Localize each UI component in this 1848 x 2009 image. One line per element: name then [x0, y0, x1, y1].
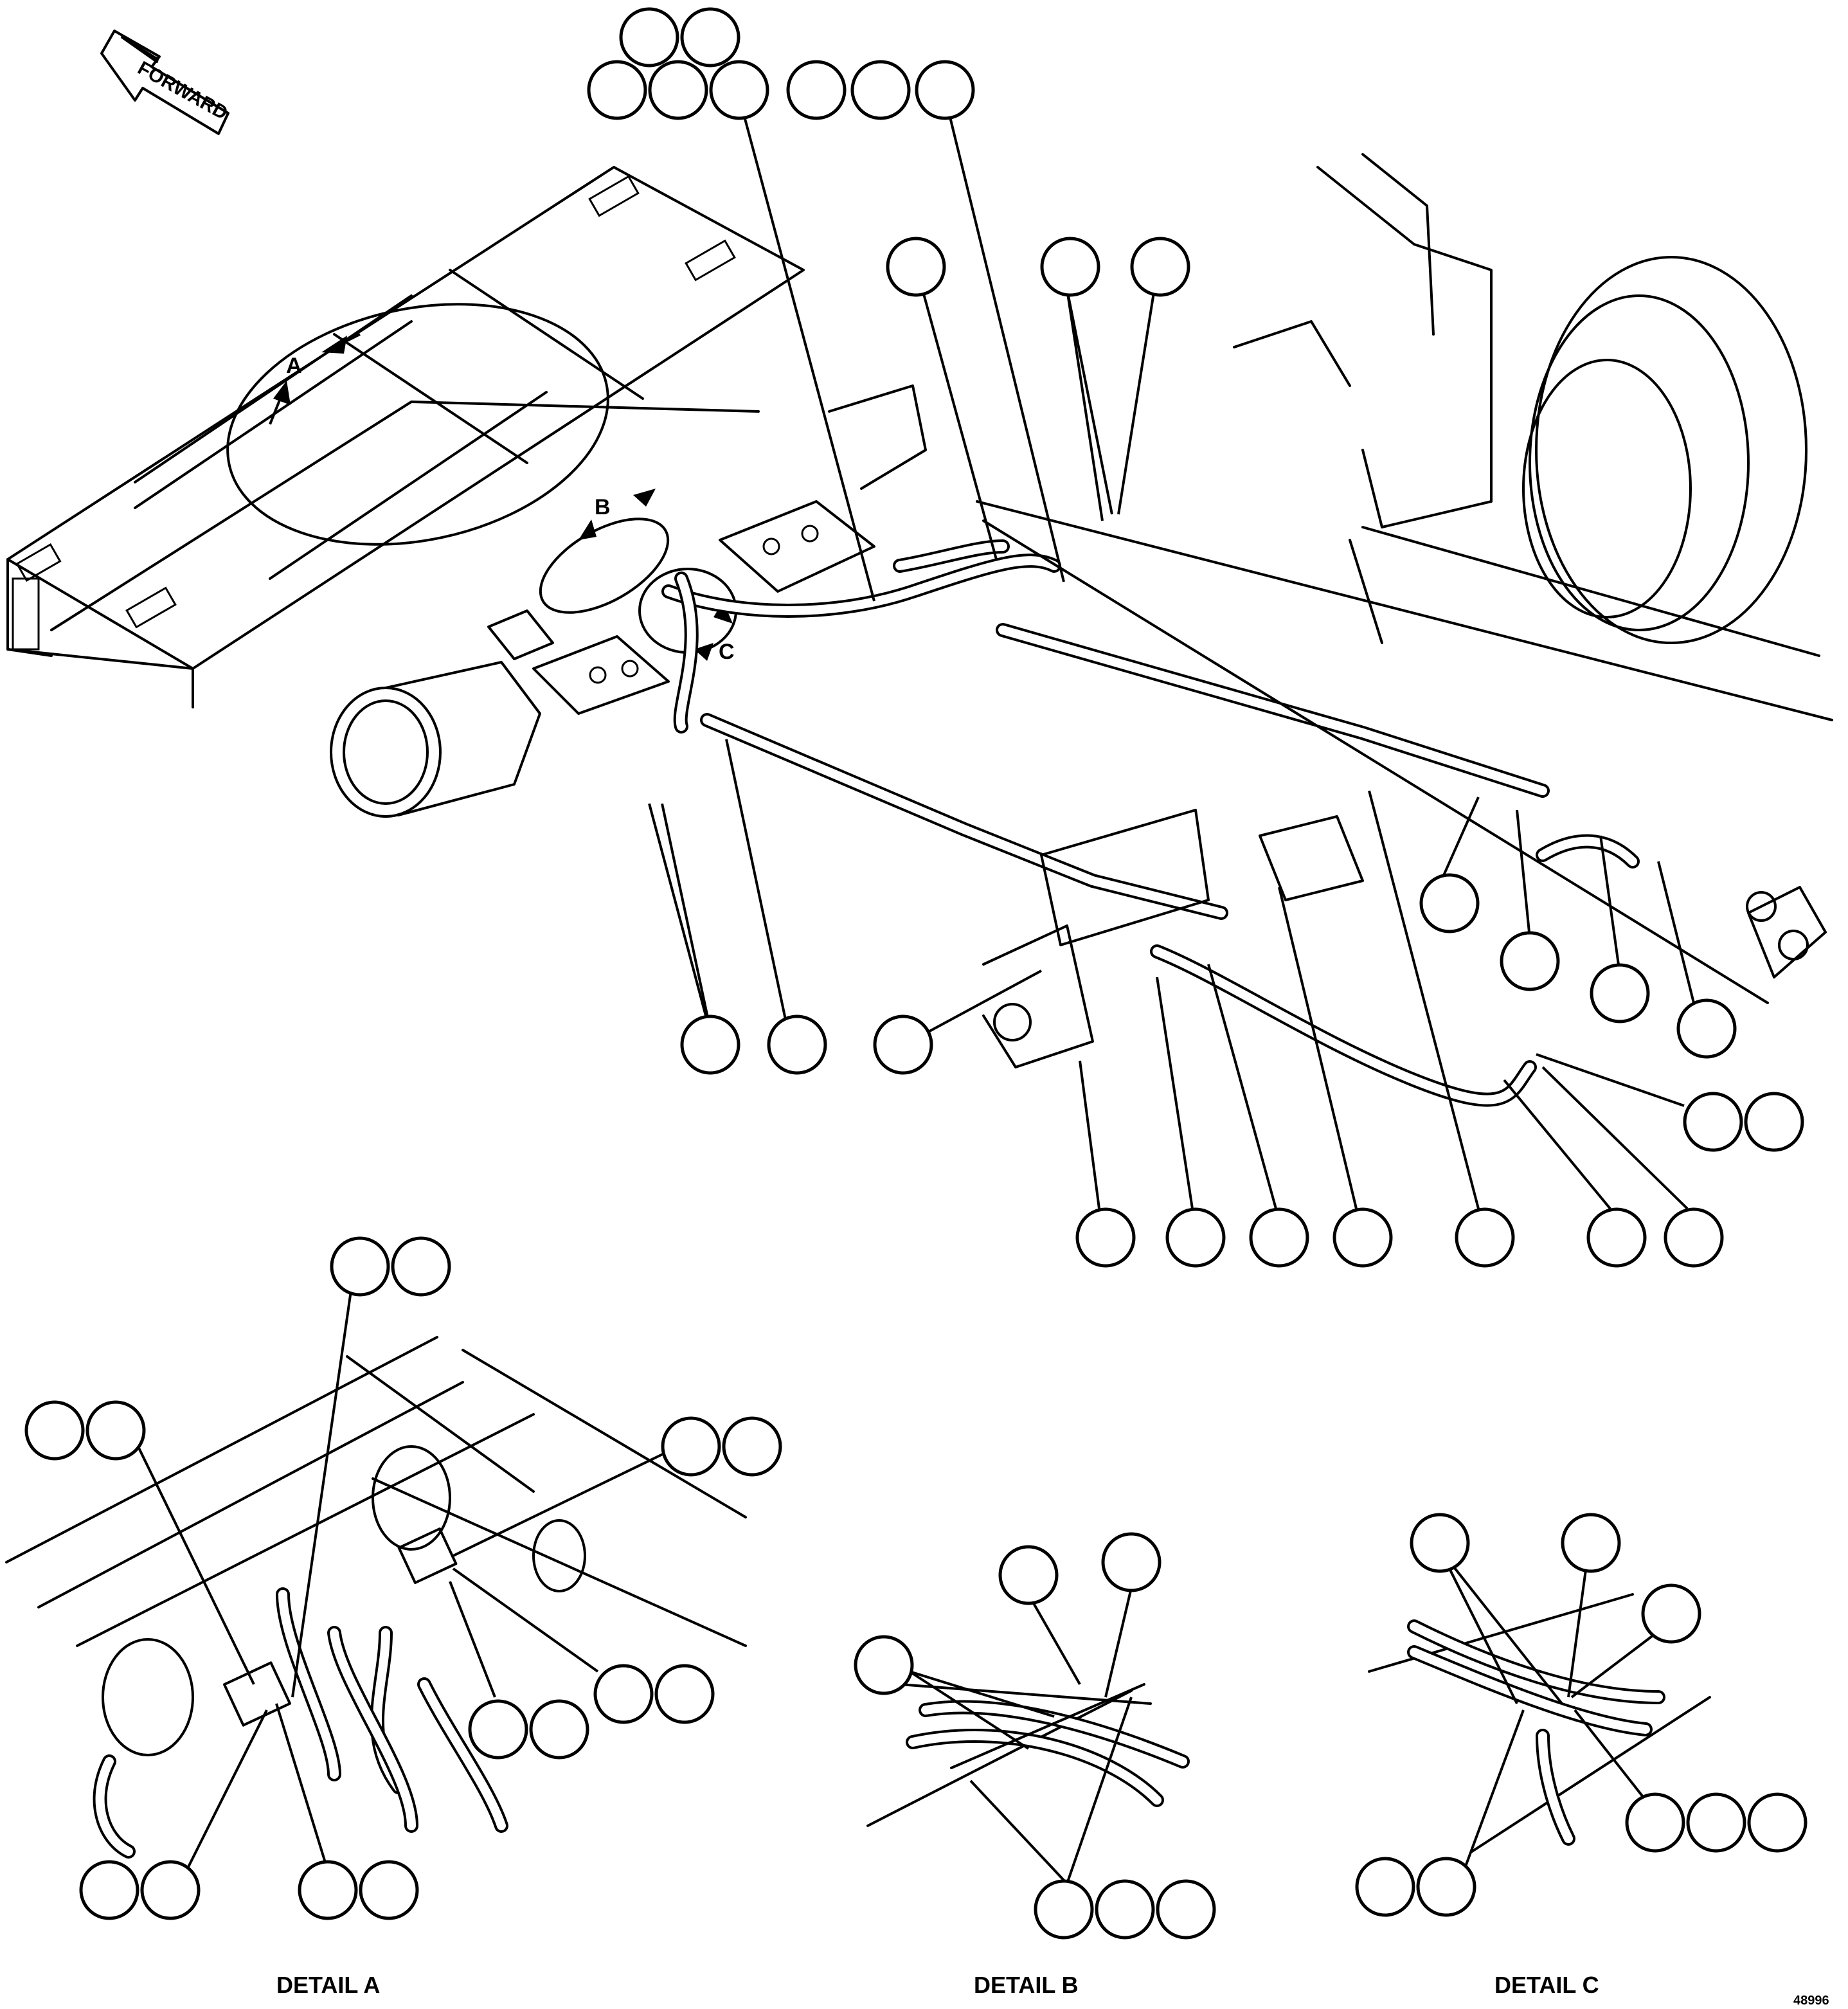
reference-balloons [24, 7, 1808, 1940]
balloon [1156, 1879, 1216, 1940]
balloon [850, 60, 911, 120]
main-frame [6, 166, 927, 818]
detail-a-title: DETAIL A [276, 1972, 380, 1998]
balloon [468, 1699, 528, 1760]
balloon [1747, 1792, 1808, 1853]
balloon [79, 1860, 139, 1920]
balloon [1744, 1092, 1804, 1152]
balloon [680, 7, 740, 68]
balloon [661, 1416, 721, 1477]
hose-routing [661, 539, 1640, 1107]
balloon [1500, 931, 1560, 991]
callout-b: B [595, 495, 611, 519]
balloon [1034, 1879, 1094, 1940]
balloon [330, 1236, 390, 1297]
balloon [767, 1014, 827, 1075]
detail-titles: DETAIL A DETAIL B DETAIL C 48996 [276, 1972, 1829, 2008]
balloon [1590, 963, 1650, 1023]
detail-a-drawing [5, 1336, 747, 1859]
detail-circles: A B C [226, 303, 737, 664]
balloon [587, 60, 647, 120]
balloon [1095, 1879, 1155, 1940]
balloon [1416, 1857, 1476, 1917]
detail-b-drawing [866, 1683, 1190, 1827]
balloon [1332, 1207, 1393, 1268]
balloon [1676, 998, 1737, 1059]
balloon [722, 1416, 782, 1477]
balloon [1075, 1207, 1136, 1268]
balloon [1410, 1513, 1470, 1573]
balloon [85, 1400, 146, 1461]
balloon [709, 60, 769, 120]
balloon [648, 60, 708, 120]
balloon [298, 1860, 358, 1920]
balloon [1040, 237, 1100, 297]
balloon [786, 60, 847, 120]
balloon [1625, 1792, 1685, 1853]
balloon [619, 7, 679, 68]
balloon [1355, 1857, 1415, 1917]
detail-b-title: DETAIL B [974, 1972, 1079, 1998]
balloon [998, 1545, 1059, 1605]
balloon [593, 1664, 654, 1724]
forward-arrow: FORWARD [100, 30, 231, 135]
balloon [391, 1236, 451, 1297]
balloon [1130, 237, 1190, 297]
balloon [1455, 1207, 1515, 1268]
balloon [24, 1400, 85, 1461]
detail-c-drawing [1368, 1593, 1711, 1853]
balloon [1586, 1207, 1647, 1268]
leader-lines [134, 109, 1698, 1885]
callout-c: C [719, 640, 735, 664]
balloon [1419, 873, 1480, 933]
balloon [886, 237, 946, 297]
balloon [1249, 1207, 1309, 1268]
detail-c-title: DETAIL C [1494, 1972, 1599, 1998]
balloon [1561, 1513, 1621, 1573]
balloon [140, 1860, 201, 1920]
drawing-number: 48996 [1793, 1994, 1829, 2008]
balloon [1641, 1583, 1701, 1644]
balloon [1683, 1092, 1743, 1152]
callout-a: A [286, 354, 302, 378]
balloon [1664, 1207, 1724, 1268]
balloon [654, 1664, 715, 1724]
balloon [1101, 1532, 1162, 1592]
balloon [529, 1699, 589, 1760]
balloon [359, 1860, 419, 1920]
balloon [1686, 1792, 1746, 1853]
balloon [854, 1635, 914, 1695]
right-frame [976, 153, 1833, 1068]
balloon [873, 1014, 933, 1075]
balloon [1165, 1207, 1226, 1268]
balloon [680, 1014, 740, 1075]
balloon [915, 60, 975, 120]
